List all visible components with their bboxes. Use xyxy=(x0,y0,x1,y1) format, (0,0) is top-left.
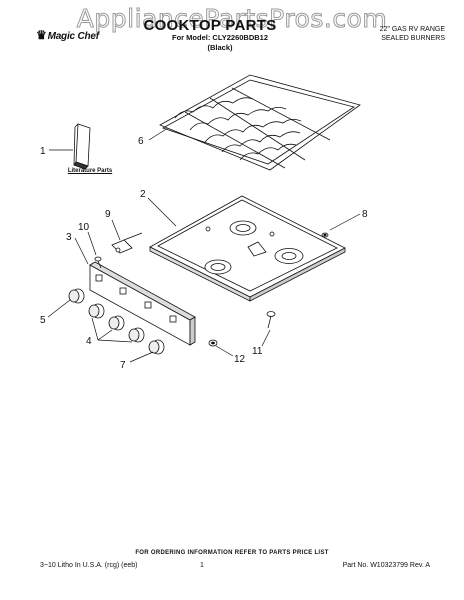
callout-12: 12 xyxy=(234,354,246,365)
grommet xyxy=(321,232,329,238)
page-number: 1 xyxy=(200,562,204,569)
clip-12 xyxy=(208,339,218,347)
callout-10: 10 xyxy=(78,222,90,233)
range-line-1: 22" GAS RV RANGE xyxy=(379,26,445,33)
crown-icon: ♛ xyxy=(36,28,47,42)
brand-logo: ♛Magic Chef xyxy=(36,28,99,42)
callout-numbers: 1 2 3 4 5 6 7 8 9 10 11 12 xyxy=(40,136,368,371)
literature-booklet xyxy=(73,123,91,170)
ordering-note: FOR ORDERING INFORMATION REFER TO PARTS … xyxy=(135,550,329,556)
literature-parts-label: Literature Parts xyxy=(67,168,113,174)
callout-6: 6 xyxy=(138,136,144,147)
leader-lines xyxy=(47,127,361,363)
knob-3 xyxy=(108,315,125,331)
callout-8: 8 xyxy=(362,209,368,220)
callout-5: 5 xyxy=(40,315,46,326)
cooktop-panel xyxy=(149,195,346,302)
ignition-switch xyxy=(111,232,143,254)
callout-2: 2 xyxy=(140,189,146,200)
knob-4 xyxy=(128,327,145,343)
watermark: AppliancePartsPros.com xyxy=(76,4,388,34)
callout-4: 4 xyxy=(86,336,92,347)
callout-7: 7 xyxy=(120,360,126,371)
control-knobs xyxy=(68,288,165,355)
callout-11: 11 xyxy=(252,346,263,357)
knob-2 xyxy=(88,303,105,319)
range-line-2: SEALED BURNERS xyxy=(381,35,445,42)
callout-9: 9 xyxy=(105,209,111,220)
screw-11 xyxy=(266,311,276,329)
range-info: 22" GAS RV RANGE SEALED BURNERS xyxy=(345,25,445,43)
color-line: (Black) xyxy=(207,43,233,52)
knob-5 xyxy=(148,339,165,355)
model-line: For Model: CLY2260BDB12 xyxy=(172,33,268,42)
part-number: Part No. W10323799 Rev. A xyxy=(342,562,430,569)
knob-1 xyxy=(68,288,85,304)
model-info: For Model: CLY2260BDB12 (Black) xyxy=(150,33,290,53)
burner-grate xyxy=(159,74,361,171)
litho-info: 3−10 Litho In U.S.A. (rcg) (eeb) xyxy=(40,562,138,569)
page-title: COOKTOP PARTS xyxy=(143,17,277,34)
callout-3: 3 xyxy=(66,232,72,243)
brand-name: Magic Chef xyxy=(47,31,100,42)
callout-1: 1 xyxy=(40,146,46,157)
screw-10 xyxy=(94,256,102,269)
control-panel xyxy=(89,261,196,346)
